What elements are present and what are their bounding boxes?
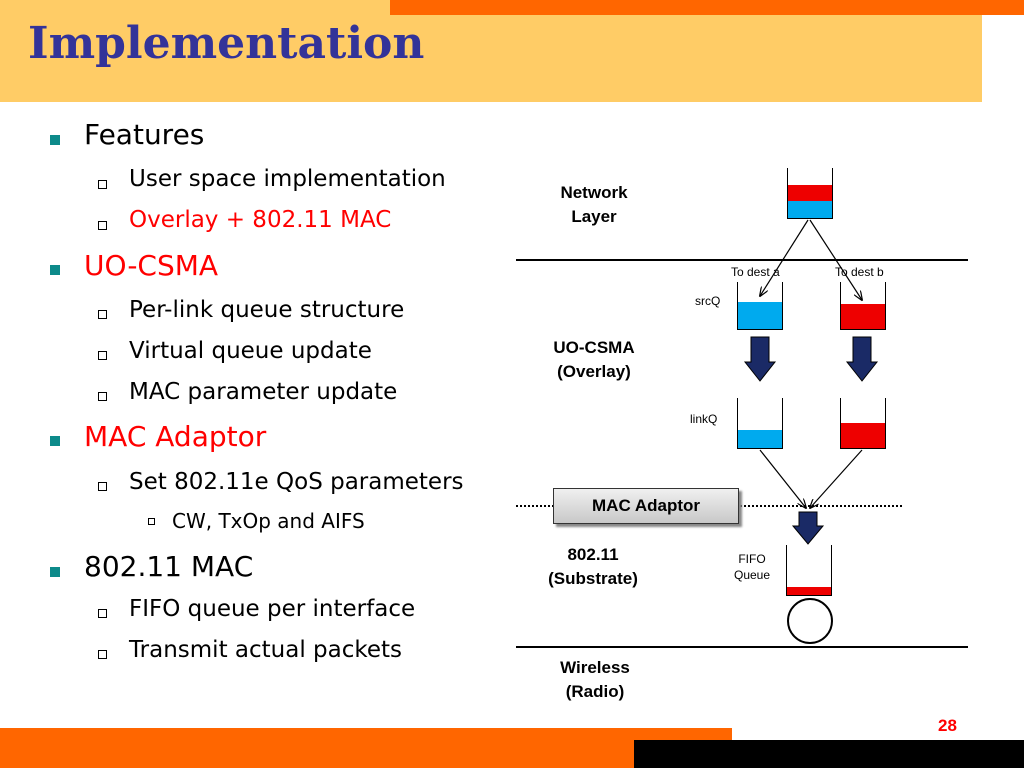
sub-bullet-fifo: FIFO queue per interface — [129, 596, 416, 622]
down-arrow-icon — [743, 336, 777, 382]
srcq-dest-b-fill — [841, 304, 885, 329]
sub-bullet-icon — [98, 180, 107, 189]
slide-title: Implementation — [28, 18, 425, 69]
bullet-mac-adaptor: MAC Adaptor — [84, 420, 267, 453]
bullet-square-icon — [50, 265, 60, 275]
sub-bullet-overlay: Overlay + 802.11 MAC — [129, 207, 392, 233]
sub-sub-bullet-icon — [148, 518, 155, 525]
linkq-label: linkQ — [690, 412, 718, 426]
sub-bullet-icon — [98, 392, 107, 401]
page-number: 28 — [938, 716, 957, 735]
srcq-dest-a-fill — [738, 302, 782, 329]
linkq-dest-a — [737, 398, 783, 449]
arrow-linkq-b-to-adaptor — [810, 449, 863, 508]
srcq-dest-a — [737, 282, 783, 330]
wireless-layer-label: Wireless(Radio) — [560, 658, 630, 701]
network-queue — [787, 168, 833, 219]
sub-bullet-icon — [98, 482, 107, 491]
to-dest-b-label: To dest b — [835, 265, 884, 279]
uo-csma-layer-label: UO-CSMA(Overlay) — [553, 338, 635, 381]
bullet-square-icon — [50, 436, 60, 446]
srcq-label: srcQ — [695, 294, 721, 308]
arrow-to-srcq-b — [809, 219, 862, 300]
bullet-square-icon — [50, 135, 60, 145]
title-band — [0, 0, 982, 102]
sub-bullet-icon — [98, 650, 107, 659]
bottom-accent-bar — [0, 728, 732, 768]
sub-bullet-virtual-queue: Virtual queue update — [129, 338, 372, 364]
bullet-square-icon — [50, 567, 60, 577]
sub-bullet-set-qos: Set 802.11e QoS parameters — [129, 469, 464, 495]
arrow-linkq-a-to-adaptor — [759, 449, 806, 508]
sub-bullet-transmit: Transmit actual packets — [129, 637, 403, 663]
sub-bullet-user-space: User space implementation — [129, 166, 446, 192]
down-arrow-icon — [791, 511, 825, 545]
bullet-features: Features — [84, 118, 205, 151]
bullet-80211-mac: 802.11 MAC — [84, 550, 254, 583]
sub-bullet-icon — [98, 310, 107, 319]
linkq-dest-b — [840, 398, 886, 449]
substrate-layer-label: 802.11(Substrate) — [548, 545, 638, 588]
linkq-dest-b-fill — [841, 423, 885, 448]
down-arrow-icon — [845, 336, 879, 382]
sub-bullet-icon — [98, 609, 107, 618]
sub-bullet-per-link: Per-link queue structure — [129, 297, 405, 323]
fifo-queue — [786, 545, 832, 596]
network-queue-blue-packet — [788, 201, 832, 218]
sub-bullet-icon — [98, 221, 107, 230]
bullet-uo-csma: UO-CSMA — [84, 249, 219, 282]
sub-bullet-icon — [98, 351, 107, 360]
layer-separator-wireless — [516, 646, 968, 648]
radio-circle-icon — [787, 598, 833, 644]
layer-separator-network — [516, 259, 968, 261]
top-accent-bar — [390, 0, 1024, 15]
fifo-queue-fill — [787, 587, 831, 595]
mac-adaptor-box: MAC Adaptor — [553, 488, 739, 524]
sub-bullet-mac-parameter: MAC parameter update — [129, 379, 398, 405]
srcq-dest-b — [840, 282, 886, 330]
sub-sub-bullet-cw: CW, TxOp and AIFS — [172, 509, 365, 533]
arrow-to-srcq-a — [760, 219, 809, 296]
to-dest-a-label: To dest a — [731, 265, 780, 279]
network-queue-red-packet — [788, 185, 832, 201]
bottom-black-bar — [634, 740, 1024, 768]
linkq-dest-a-fill — [738, 430, 782, 448]
